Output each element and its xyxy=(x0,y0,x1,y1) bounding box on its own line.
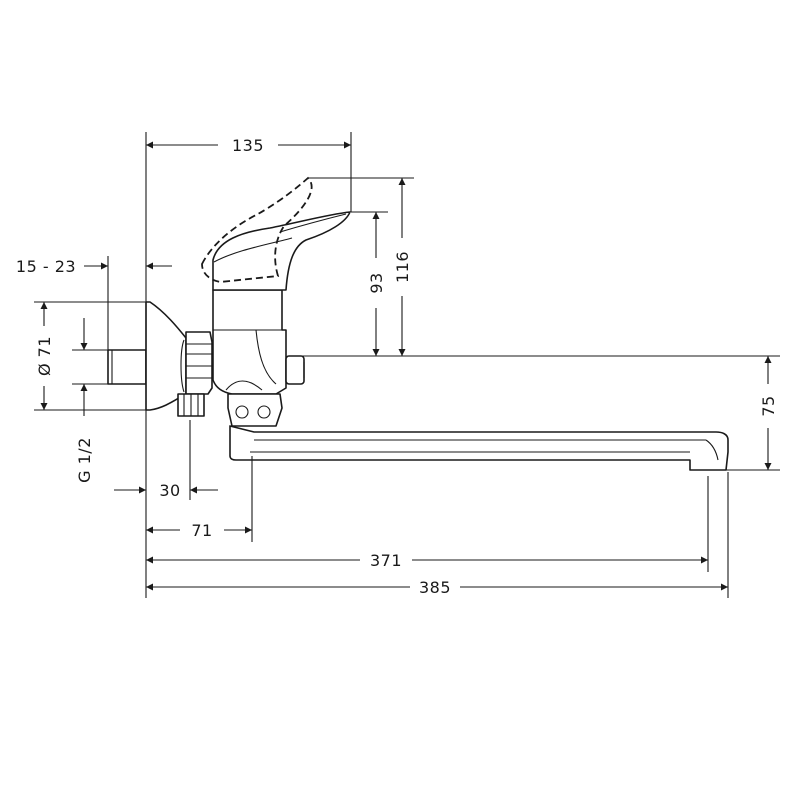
inlet-pipe xyxy=(107,349,147,385)
faucet-outline xyxy=(107,176,729,471)
dimension-lines xyxy=(40,141,772,591)
dim-label-93: 93 xyxy=(367,272,386,293)
dim-label-g12: G 1/2 xyxy=(75,437,94,483)
dim-label-116: 116 xyxy=(393,251,412,283)
swivel-spout xyxy=(229,425,729,471)
dim-label-135: 135 xyxy=(232,136,264,155)
lever-handle xyxy=(212,211,351,291)
dim-label-15-23: 15 - 23 xyxy=(16,257,76,276)
dim-label-d71: Ø 71 xyxy=(35,336,54,376)
dim-label-30: 30 xyxy=(159,481,180,500)
connector-nut xyxy=(185,331,213,395)
mixer-body xyxy=(212,289,287,395)
dim-label-71: 71 xyxy=(191,521,212,540)
dimension-labels: 135 93 116 75 15 - 23 Ø 71 G 1/2 30 71 3… xyxy=(16,136,778,597)
dim-label-75: 75 xyxy=(759,395,778,416)
extension-lines xyxy=(34,132,780,598)
dim-label-371: 371 xyxy=(370,551,402,570)
dim-label-385: 385 xyxy=(419,578,451,597)
diverter-knob xyxy=(285,355,305,385)
